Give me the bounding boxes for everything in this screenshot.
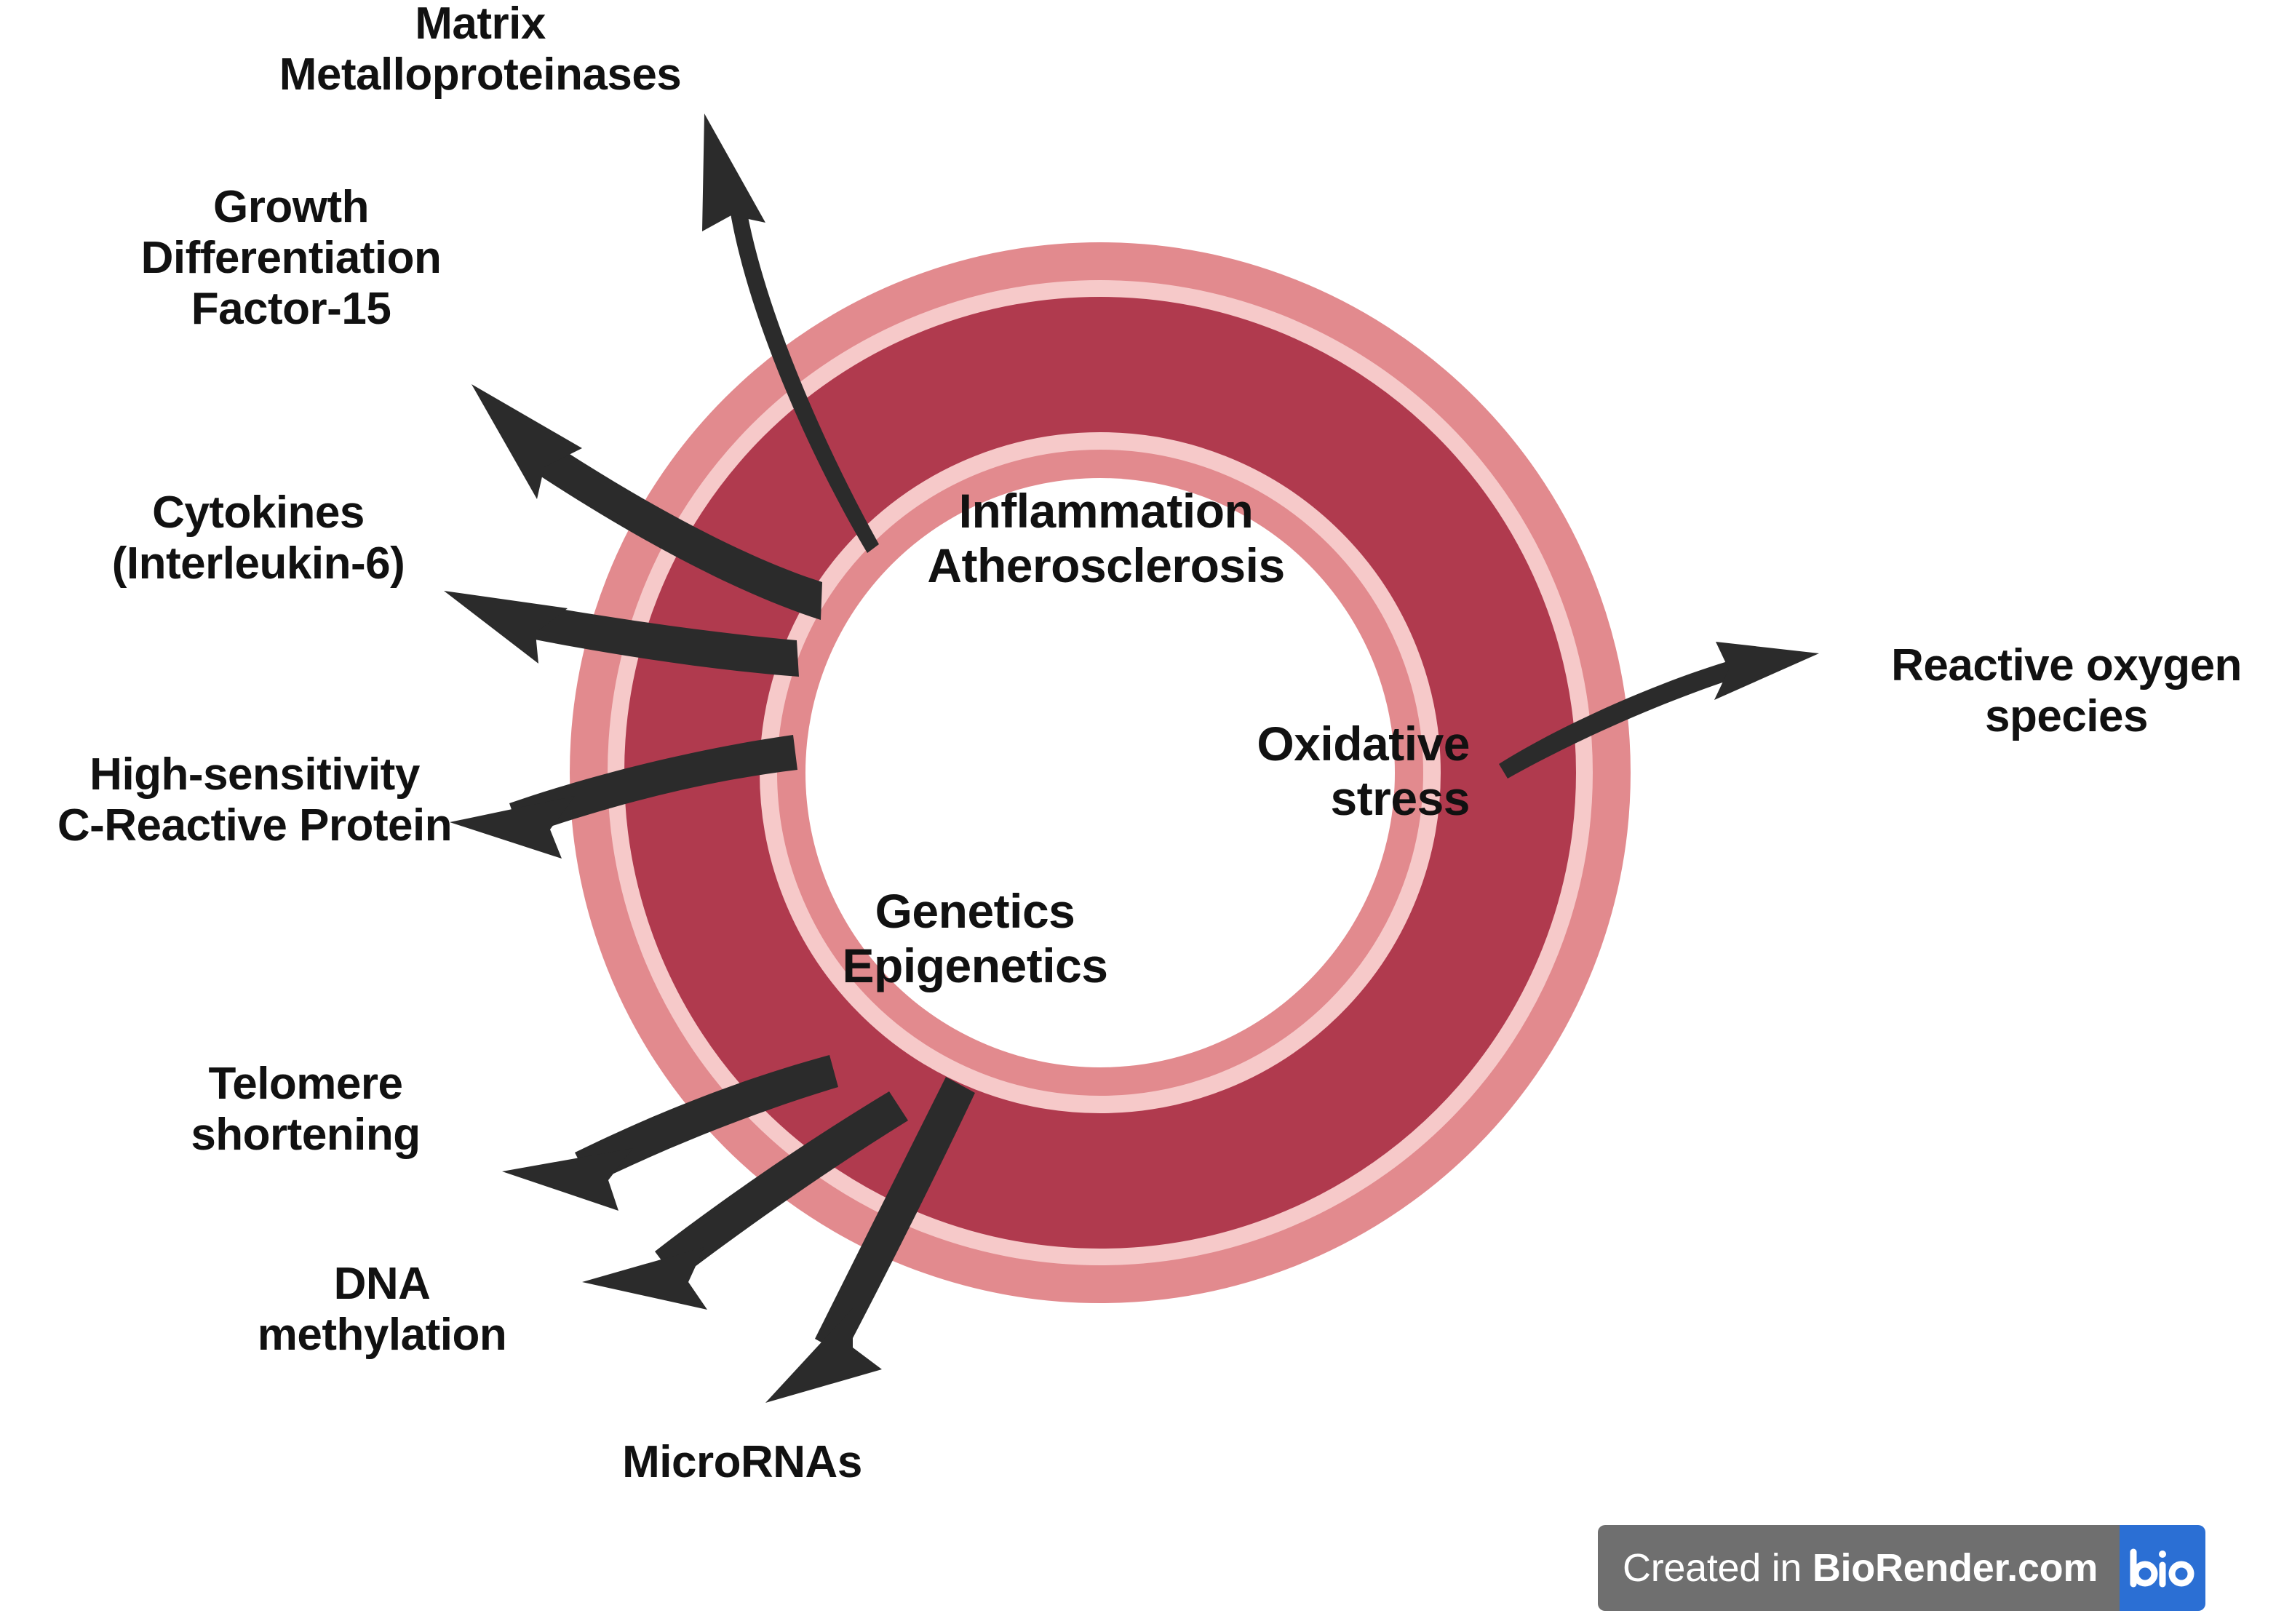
watermark-brand: BioRender.com <box>1812 1546 2098 1590</box>
biorender-logo-icon <box>2120 1525 2206 1611</box>
biorender-watermark[interactable]: Created in BioRender.com <box>1598 1525 2206 1611</box>
center-label-oxidative-stress: Oxidative stress <box>1257 717 1470 826</box>
label-telomere-shortening: Telomere shortening <box>191 1059 421 1161</box>
watermark-text: Created in BioRender.com <box>1598 1525 2120 1611</box>
label-dna-methylation: DNA methylation <box>257 1259 507 1361</box>
ring-outer-band <box>570 242 1631 1303</box>
watermark-prefix: Created in <box>1623 1546 1812 1590</box>
arrow-reactive-oxygen-species <box>1499 642 1819 779</box>
arrow-telomere-shortening <box>502 1055 838 1211</box>
arrow-arrow-cytokines <box>444 591 799 677</box>
ring-inner-band <box>777 450 1423 1096</box>
arrow-hscrp <box>450 735 797 859</box>
arrow-matrix-metalloproteinases <box>702 114 879 553</box>
label-micrornas: MicroRNAs <box>622 1437 862 1487</box>
arrow-growth-differentiation-factor-15 <box>471 384 822 620</box>
label-cytokines-interleukin-6: Cytokines (Interleukin-6) <box>111 487 405 589</box>
center-label-inflammation-atherosclerosis: Inflammation Atherosclerosis <box>927 484 1285 593</box>
label-reactive-oxygen-species: Reactive oxygen species <box>1891 640 2242 742</box>
label-high-sensitivity-c-reactive-protein: High-sensitivity C-Reactive Protein <box>57 749 453 851</box>
center-label-genetics-epigenetics: Genetics Epigenetics <box>842 884 1108 993</box>
label-growth-differentiation-factor-15: Growth Differentiation Factor-15 <box>140 182 442 335</box>
label-matrix-metalloproteinases: Matrix Metalloproteinases <box>279 0 682 100</box>
arrow-micrornas <box>765 1077 975 1403</box>
ring-inner-fill <box>805 478 1395 1067</box>
arrow-dna-methylation <box>582 1091 908 1310</box>
